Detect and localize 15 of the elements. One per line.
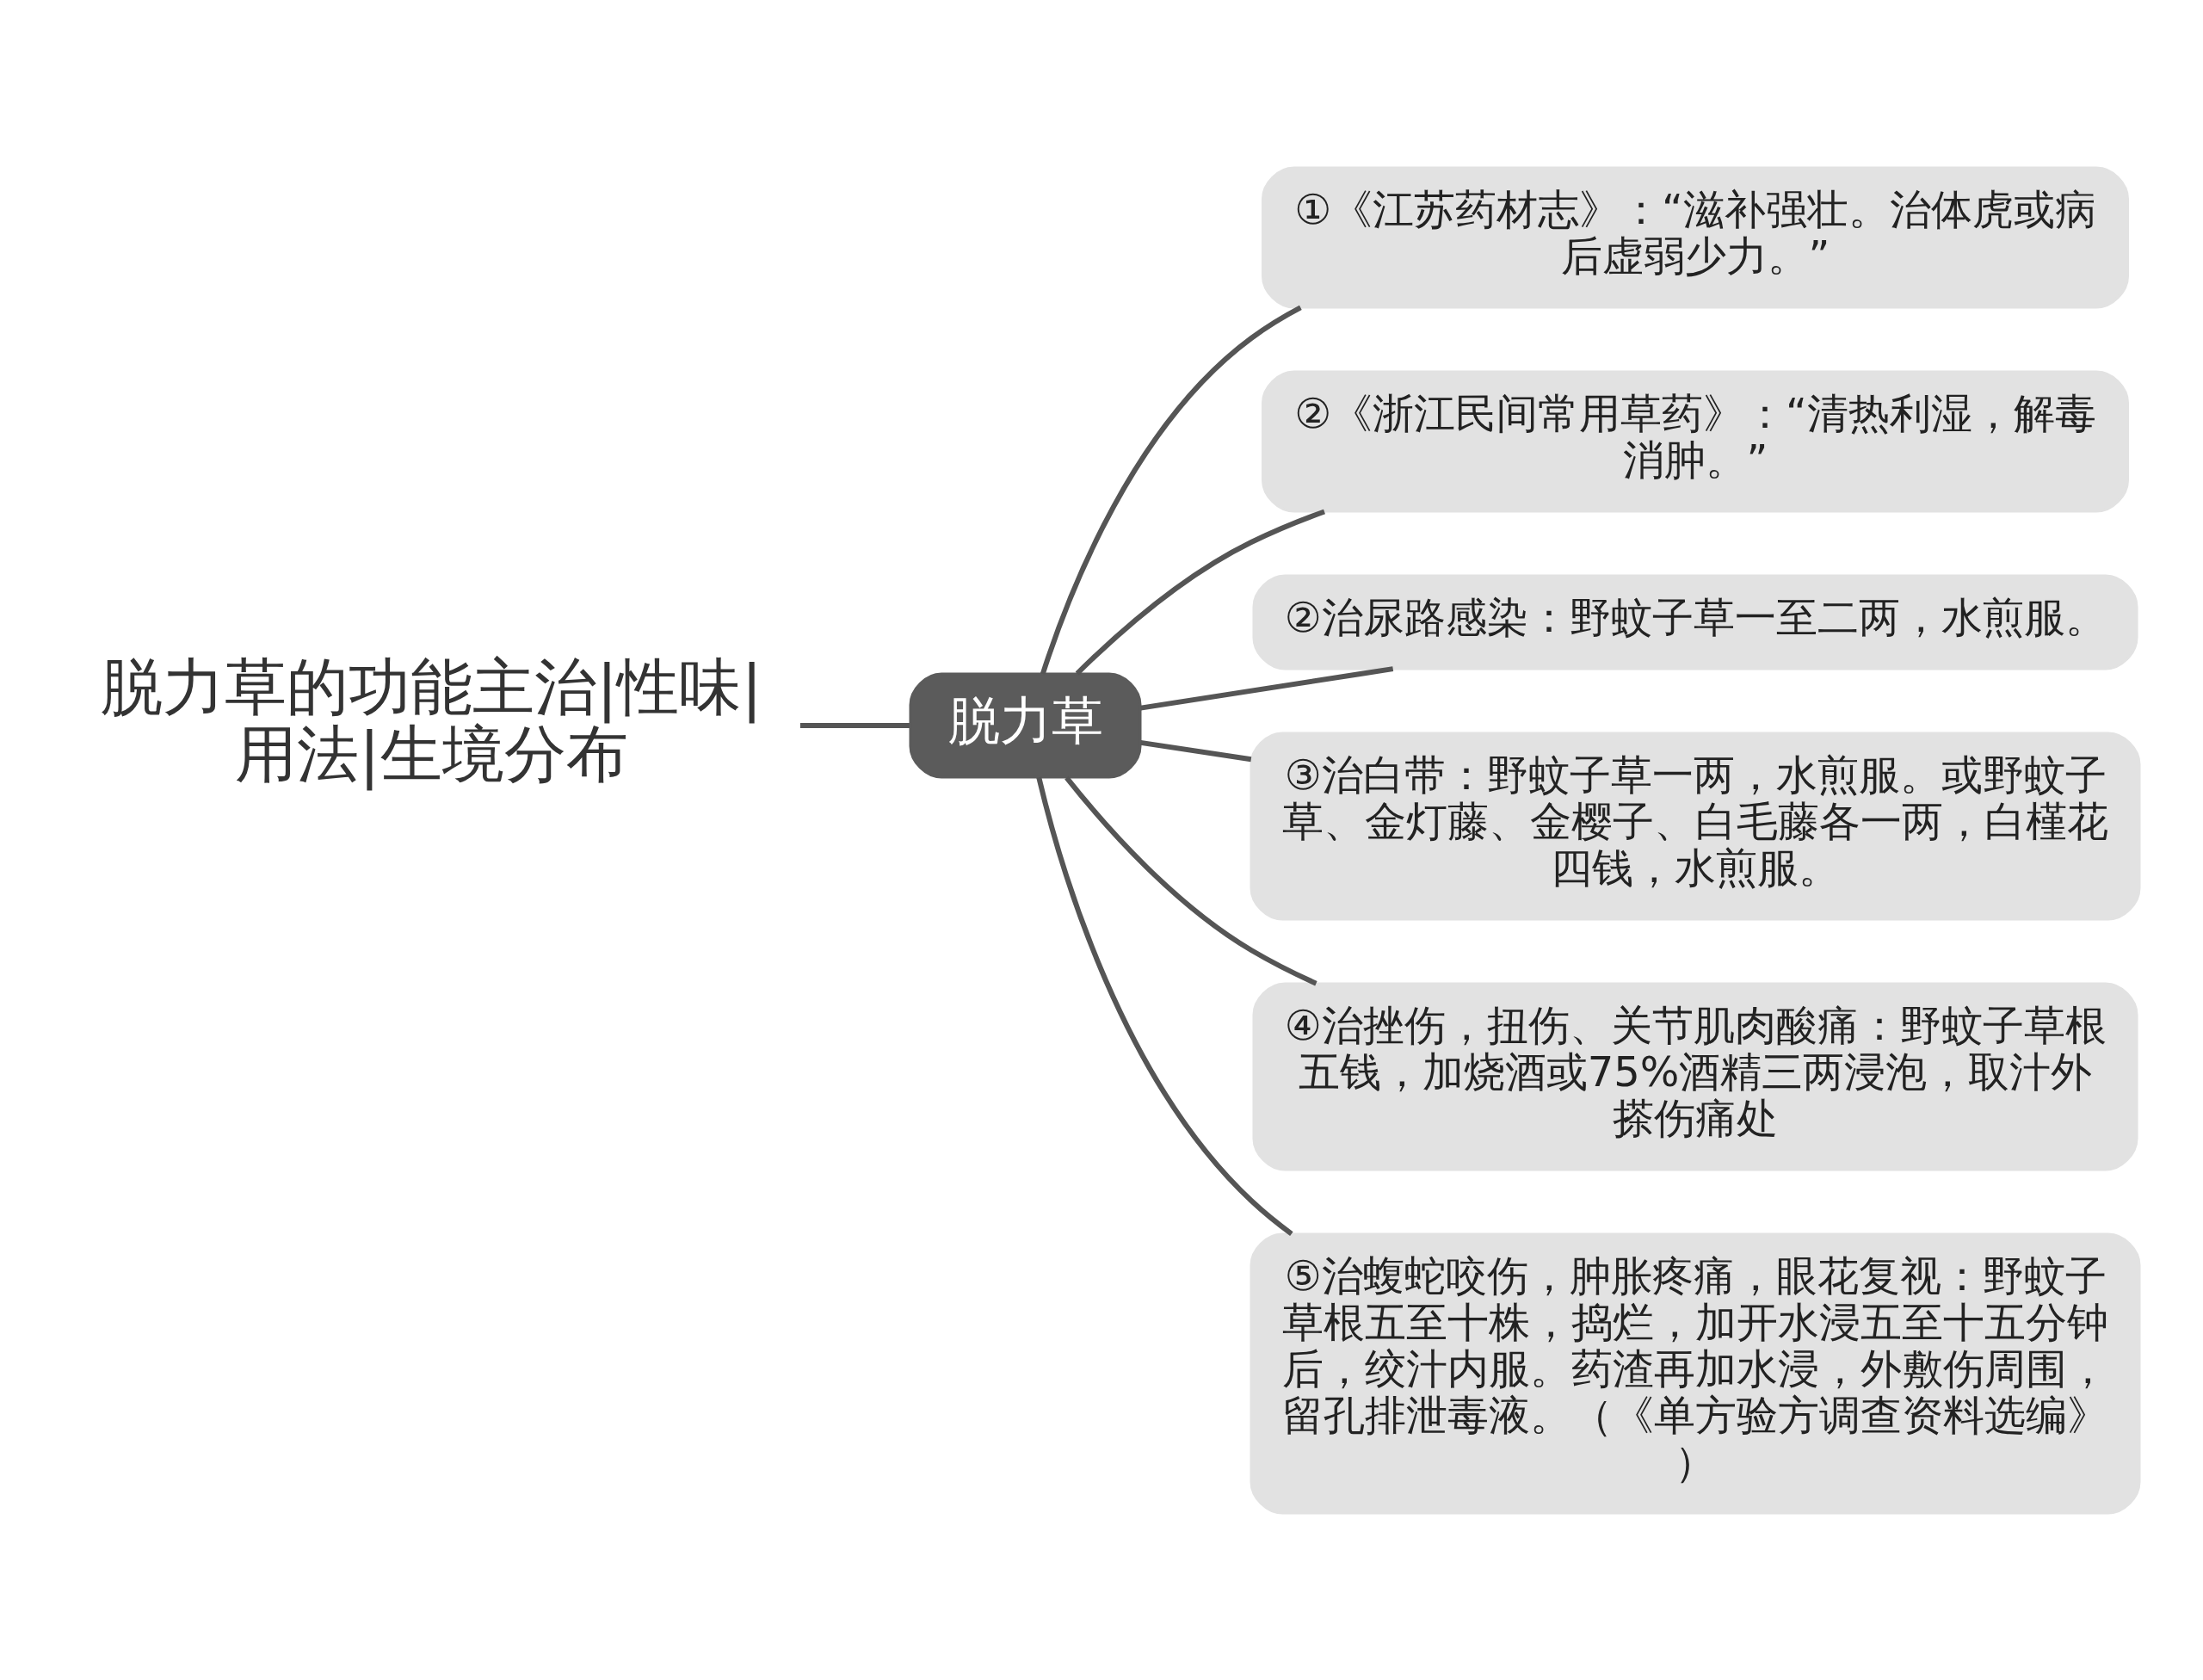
connector: [1036, 776, 1293, 1236]
node-box: 脱力草: [909, 672, 1142, 778]
node-box: ②《浙江民间常用草药》：“清热利湿，解毒消肿。”: [1262, 370, 2129, 512]
node-box: ①《江苏药材志》：“滋补强壮。治体虎或病后虚弱少力。”: [1262, 166, 2129, 308]
connector: [1040, 305, 1302, 675]
connector: [1140, 739, 1252, 762]
node-box: ⑤治蝮蛇咬伤，肿胀疼痛，眼花复视：野蚊子草根五至十株，捣烂，加开水浸五至十五分钟后，绞汁内服。药渣再加水浸，外敷伤周围，留孔排泄毒液。（《单方验方调查资料选编》）: [1250, 1232, 2141, 1514]
connector: [1140, 665, 1394, 711]
node-box: ③治白带：野蚊子草一两，水煎服。或野蚊子草、金灯藤、金樱子、白毛藤各一两，白槿花四钱，水煎服。: [1250, 732, 2141, 920]
node-box: ④治挫伤，扭伤、关节肌肉酸痛：野蚊子草根五钱，加烧酒或75%酒精三两浸泡，取汁外搽伤痛处: [1252, 982, 2138, 1170]
node-text: 脱力草的功能主治|性味|用法|生境分布: [101, 650, 762, 790]
connector: [1075, 509, 1325, 676]
connector: [799, 722, 910, 728]
node-box: ②治尿路感染：野蚊子草一至二两，水煎服。: [1252, 574, 2138, 670]
connector: [1064, 775, 1317, 985]
